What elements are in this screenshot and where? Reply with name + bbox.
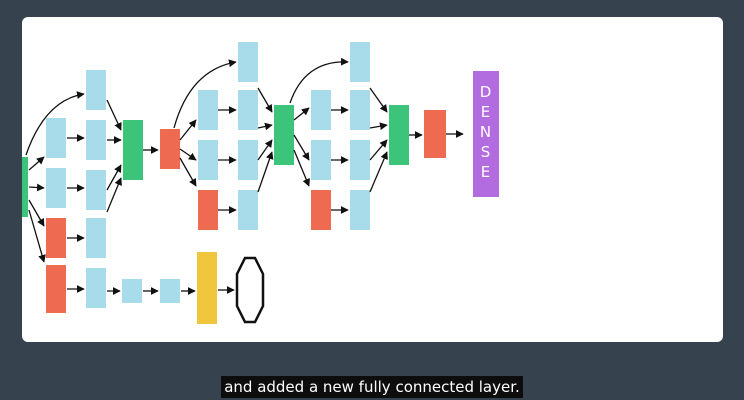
dense-letter: D	[480, 83, 493, 101]
connection-arrow	[369, 122, 388, 131]
layer-block-pool	[46, 265, 66, 313]
skip-connection-arrow	[289, 57, 349, 104]
layer-block-conv	[238, 190, 258, 230]
layer-block-concat	[22, 157, 28, 217]
layer-block-conv	[86, 120, 106, 160]
layer-block-pool	[46, 218, 66, 258]
connection-arrow	[28, 209, 46, 263]
layer-block-conv	[160, 279, 180, 303]
connection-arrow	[257, 122, 273, 131]
layer-block-conv	[350, 90, 370, 130]
subtitle-bar: and added a new fully connected layer.	[0, 376, 744, 398]
layer-block-conv	[238, 90, 258, 130]
connection-arrow	[106, 177, 122, 213]
connection-arrow	[293, 107, 310, 121]
connection-arrow	[369, 87, 388, 113]
layer-block-conv	[311, 140, 331, 180]
dense-layer-block	[473, 71, 499, 197]
layer-block-conv	[350, 140, 370, 180]
connection-arrow	[293, 149, 310, 187]
layer-block-pool	[198, 190, 218, 230]
layer-block-conv	[86, 268, 106, 308]
layer-block-concat	[123, 120, 143, 180]
layer-block-conv	[238, 140, 258, 180]
connection-arrow	[369, 151, 388, 193]
layer-block-conv	[122, 279, 142, 303]
connection-arrow	[179, 148, 197, 161]
connection-arrow	[179, 157, 197, 187]
layer-block-pool	[311, 190, 331, 230]
dense-letter: N	[480, 123, 492, 141]
connection-arrow	[369, 139, 388, 161]
connection-arrow	[257, 87, 273, 113]
layer-block-conv	[238, 42, 258, 82]
layer-block-conv	[86, 170, 106, 210]
dense-letter: E	[481, 103, 491, 121]
layer-block-conv	[311, 90, 331, 130]
skip-connection-arrow	[173, 59, 237, 129]
connection-arrow	[28, 156, 45, 171]
layer-block-conv	[198, 140, 218, 180]
layer-block-conv	[350, 190, 370, 230]
subtitle-text: and added a new fully connected layer.	[221, 376, 523, 398]
dense-letter: S	[481, 143, 492, 161]
connection-arrow	[28, 199, 45, 227]
layer-block-conv	[198, 90, 218, 130]
connection-arrow	[293, 134, 310, 161]
layer-block-concat	[274, 105, 294, 165]
layer-block-aux	[197, 252, 217, 324]
layer-block-pool	[160, 129, 180, 169]
output-octagon	[235, 256, 265, 324]
layer-block-conv	[86, 70, 106, 110]
connection-arrow	[179, 119, 197, 141]
layer-block-conv	[350, 42, 370, 82]
layer-block-conv	[46, 118, 66, 158]
connection-arrow	[28, 183, 45, 192]
layer-block-concat	[389, 105, 409, 165]
connection-arrow	[106, 164, 122, 191]
connection-arrow	[257, 139, 273, 161]
connection-arrow	[106, 99, 122, 131]
layer-block-pool	[424, 110, 446, 158]
layer-block-conv	[86, 218, 106, 258]
skip-connection-arrow	[25, 91, 85, 156]
connection-arrow	[257, 151, 274, 193]
layer-block-conv	[46, 168, 66, 208]
dense-letter: E	[481, 163, 491, 181]
